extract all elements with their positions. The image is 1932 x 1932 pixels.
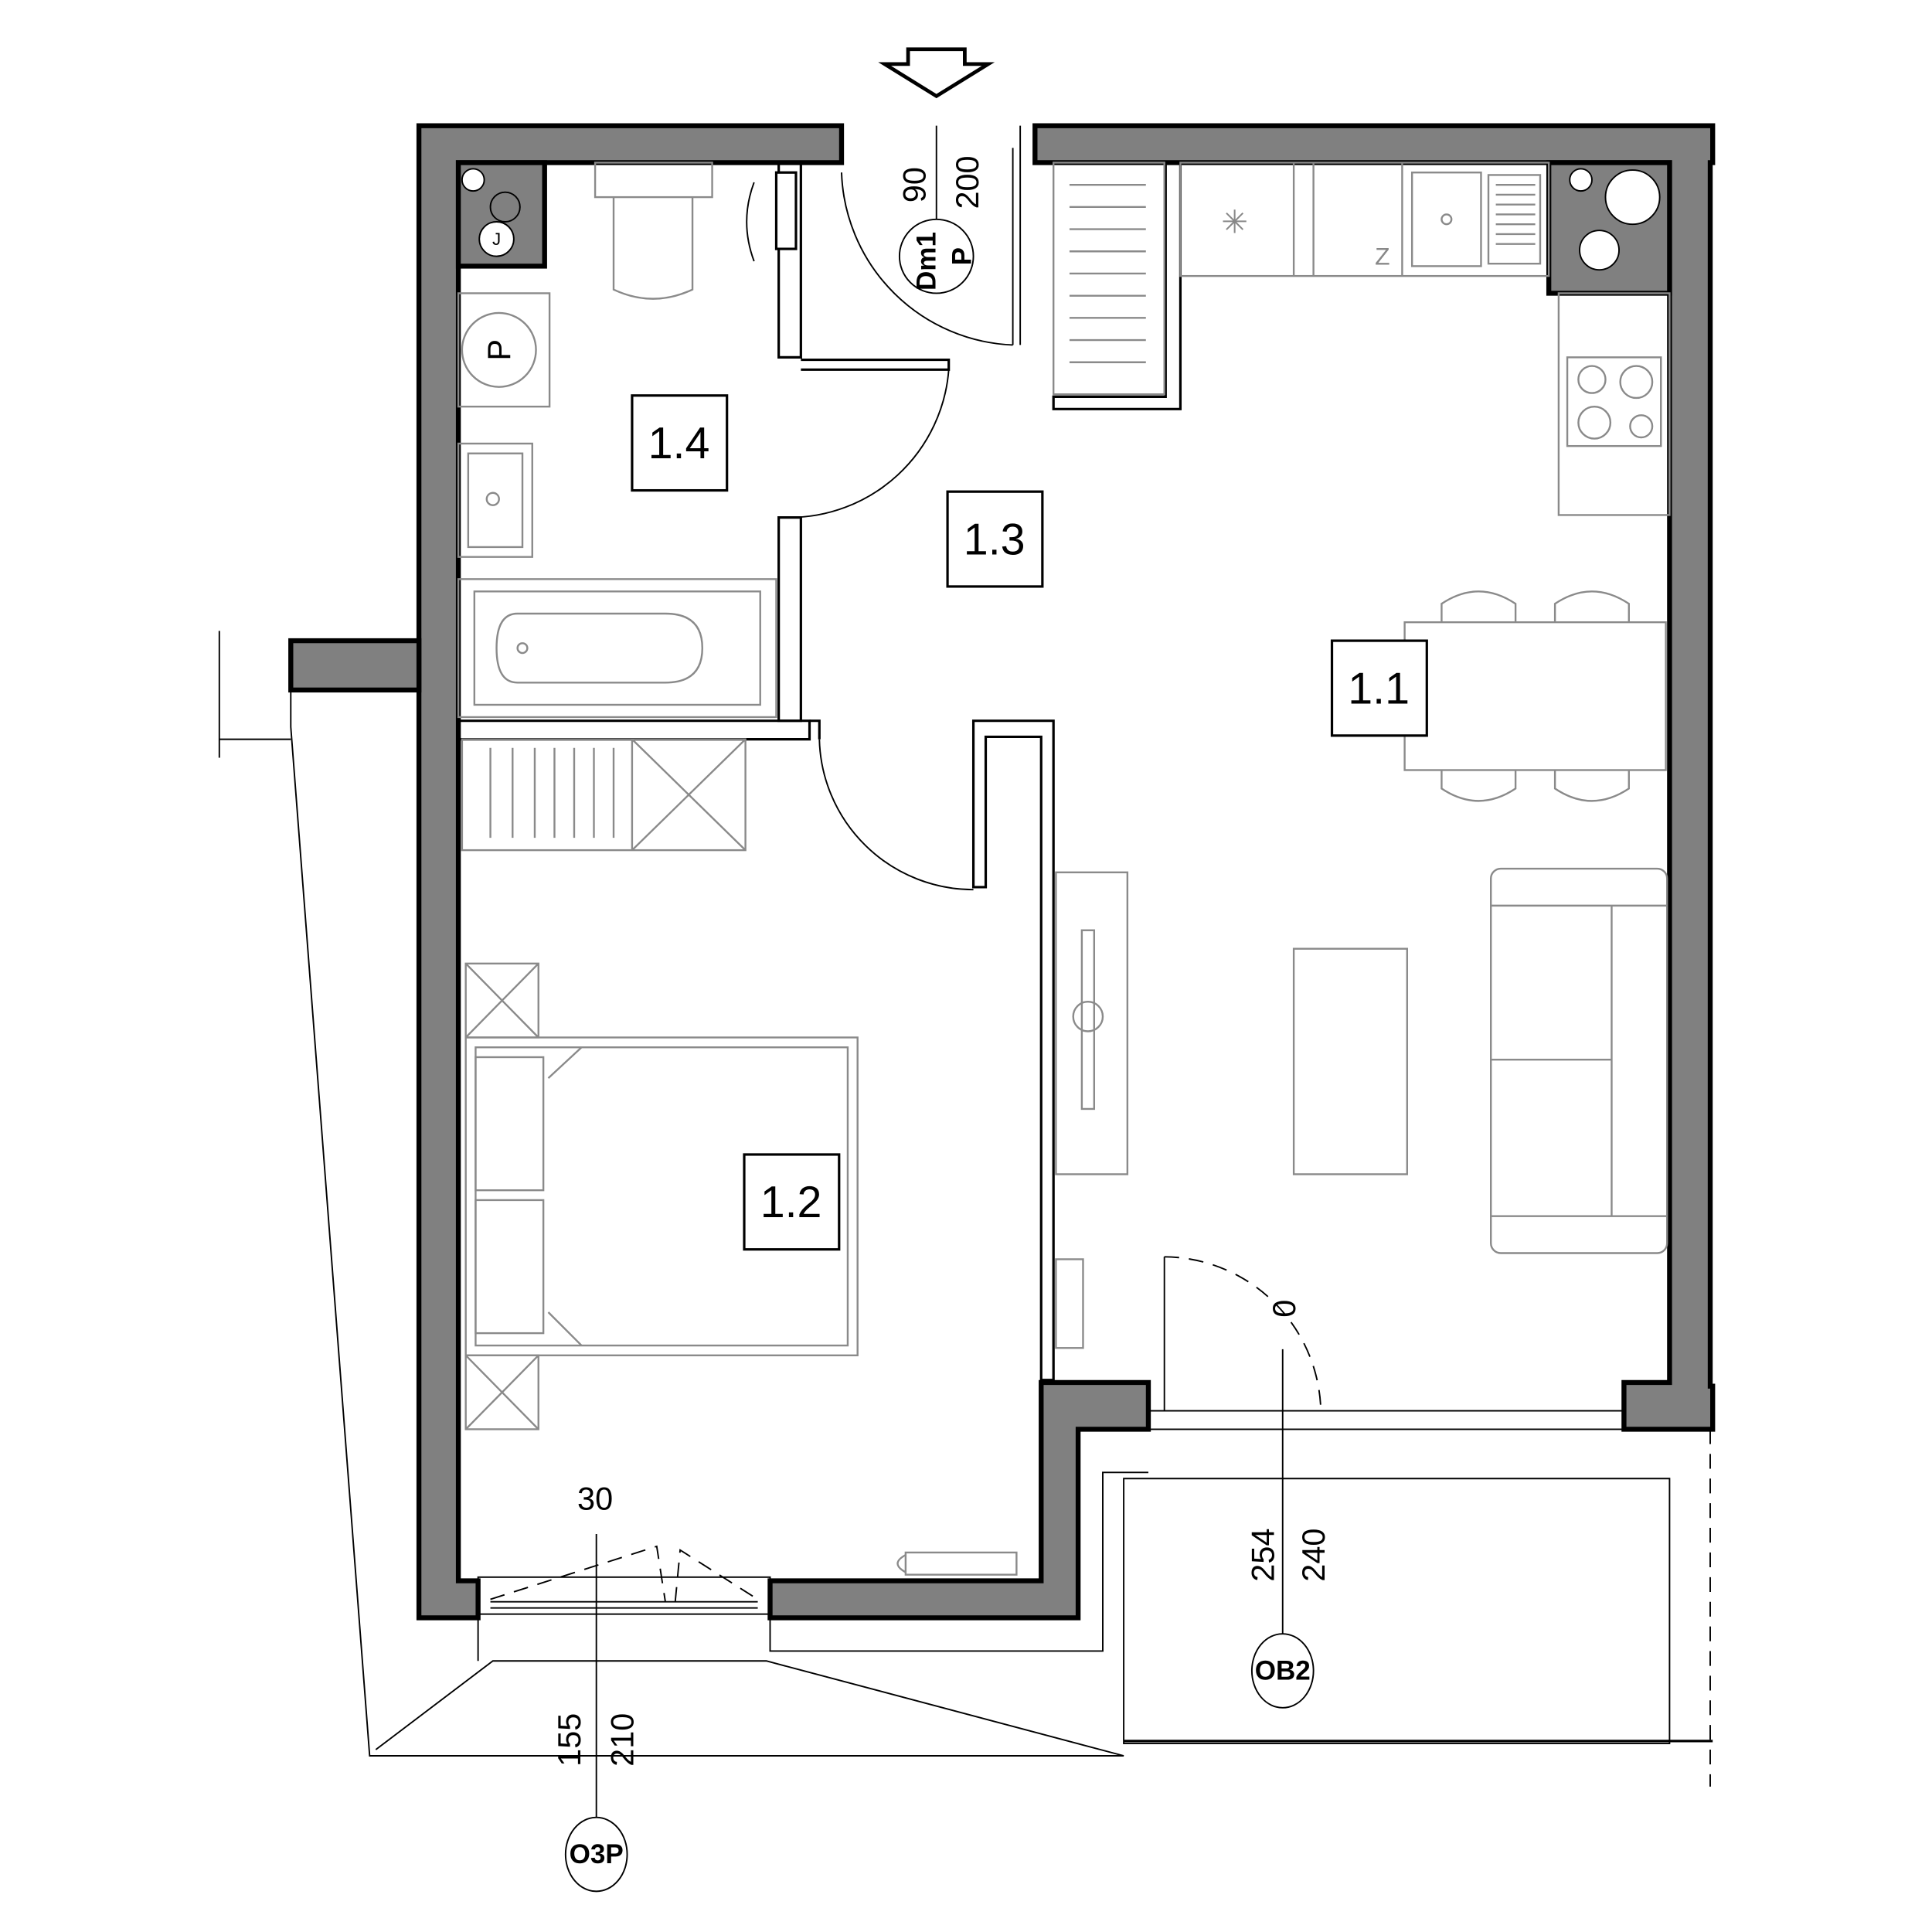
window-type: O3P xyxy=(570,1839,624,1869)
room-label-1-1: 1.1 xyxy=(1330,639,1428,737)
sink xyxy=(457,442,533,558)
door-width: 90 xyxy=(896,167,933,202)
room-label-1-3: 1.3 xyxy=(946,490,1044,588)
room-label-1-2: 1.2 xyxy=(743,1153,841,1251)
washing-machine: P xyxy=(457,292,551,408)
bathroom-door[interactable] xyxy=(788,369,950,519)
window-height: 210 xyxy=(604,1713,641,1767)
boiler: J xyxy=(461,168,521,257)
balcony xyxy=(218,631,1713,1787)
bedroom-door[interactable] xyxy=(818,739,974,891)
room-number: 1.1 xyxy=(1348,664,1410,713)
bedroom-wardrobe xyxy=(461,738,747,852)
dining-table xyxy=(1403,590,1667,802)
fridge-mark: Z xyxy=(1375,243,1389,270)
entrance-door[interactable] xyxy=(841,125,1022,346)
door-opening: P xyxy=(947,247,978,265)
bedroom-window[interactable] xyxy=(477,1545,771,1615)
balcony-door[interactable] xyxy=(1148,1256,1625,1430)
door-type: Dm1 xyxy=(911,232,941,291)
radiator-living xyxy=(1055,1258,1084,1349)
swing-mark: 0 xyxy=(1266,1300,1302,1318)
room-number: 1.2 xyxy=(760,1178,822,1227)
balcony-door-tag: 0 254 240 OB2 xyxy=(1245,1300,1332,1709)
entrance-door-tag: 90 200 Dm1 P xyxy=(896,125,985,294)
bathtub xyxy=(457,578,777,719)
washing-machine-mark: P xyxy=(481,339,517,361)
door-width: 254 xyxy=(1245,1529,1281,1582)
door-height: 240 xyxy=(1295,1529,1332,1582)
door-type: OB2 xyxy=(1255,1655,1311,1685)
tv-cabinet xyxy=(1055,871,1129,1175)
boiler-mark: J xyxy=(492,230,501,249)
coffee-table xyxy=(1292,947,1408,1175)
sofa xyxy=(1490,867,1668,1254)
radiator-bedroom xyxy=(896,1551,1018,1576)
kitchen-counter: ✳ Z xyxy=(1179,162,1671,516)
window-width: 155 xyxy=(551,1713,587,1767)
window-sill: 30 xyxy=(577,1480,613,1516)
kitchen-riser xyxy=(1569,168,1661,271)
room-label-1-4: 1.4 xyxy=(631,394,729,492)
bed xyxy=(464,962,859,1430)
room-number: 1.3 xyxy=(964,515,1026,564)
hall-wardrobe xyxy=(1053,162,1165,396)
door-height: 200 xyxy=(949,155,985,209)
svg-text:✳: ✳ xyxy=(1221,203,1248,240)
entrance-arrow-icon xyxy=(878,47,995,99)
coat-hook xyxy=(746,171,798,262)
window-tag: 30 155 210 O3P xyxy=(551,1480,641,1893)
room-number: 1.4 xyxy=(648,419,710,468)
toilet xyxy=(594,162,713,300)
